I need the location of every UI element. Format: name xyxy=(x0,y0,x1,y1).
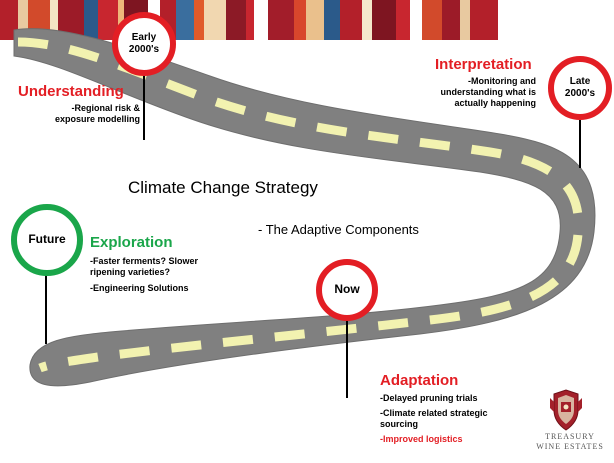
adaptation-item: -Climate related strategic xyxy=(380,408,488,418)
stripe xyxy=(340,0,362,40)
now-label: Now xyxy=(334,282,360,296)
future-milestone-circle xyxy=(11,204,83,276)
stripe xyxy=(50,0,58,40)
crest-icon xyxy=(550,389,582,431)
road-center-dashes xyxy=(17,37,583,373)
stripe xyxy=(460,0,470,40)
stripe xyxy=(470,0,498,40)
stripe xyxy=(268,0,294,40)
stripe xyxy=(422,0,442,40)
exploration-text: -Faster ferments? Slower ripening variet… xyxy=(90,256,240,294)
stripe xyxy=(362,0,372,40)
early-label-line2: 2000's xyxy=(128,44,160,55)
exploration-heading: Exploration xyxy=(90,234,173,251)
adaptation-text: -Delayed pruning trials -Climate related… xyxy=(380,393,520,445)
stripe xyxy=(246,0,254,40)
exploration-item: ripening varieties? xyxy=(90,267,171,277)
stripe xyxy=(84,0,98,40)
adaptation-item-highlight: -Improved logistics xyxy=(380,434,463,444)
logo-line1: TREASURY xyxy=(545,432,595,441)
slide-subtitle: - The Adaptive Components xyxy=(258,222,419,237)
interpretation-item: actually happening xyxy=(454,98,536,108)
stripe xyxy=(98,0,118,40)
adaptation-item: -Delayed pruning trials xyxy=(380,393,478,403)
early-2000s-label: Early 2000's xyxy=(114,32,174,56)
stripe xyxy=(204,0,226,40)
stripe xyxy=(442,0,460,40)
adaptation-heading: Adaptation xyxy=(380,372,459,389)
stripe xyxy=(372,0,396,40)
understanding-item: exposure modelling xyxy=(54,114,140,124)
understanding-item: -Regional risk & xyxy=(71,103,140,113)
stripe xyxy=(294,0,306,40)
treasury-wine-estates-logo: TREASURY WINE ESTATES xyxy=(530,432,610,452)
late-2000s-milestone-circle xyxy=(548,56,612,120)
slide-title: Climate Change Strategy xyxy=(128,178,318,197)
stripe xyxy=(118,0,124,40)
interpretation-item: -Monitoring and xyxy=(468,76,536,86)
interpretation-heading: Interpretation xyxy=(435,56,532,73)
late-label-line1: Late xyxy=(569,76,591,87)
understanding-heading: Understanding xyxy=(18,83,124,100)
future-label: Future xyxy=(28,232,66,246)
early-2000s-milestone-circle xyxy=(112,12,176,76)
exploration-item: -Engineering Solutions xyxy=(90,283,189,293)
early-label-line1: Early xyxy=(131,32,157,43)
interpretation-text: -Monitoring and understanding what is ac… xyxy=(418,76,536,109)
stripe xyxy=(324,0,340,40)
stripe xyxy=(410,0,422,40)
stripe xyxy=(18,0,28,40)
logo-line2: WINE ESTATES xyxy=(536,442,604,451)
stripe xyxy=(194,0,204,40)
late-2000s-label: Late 2000's xyxy=(550,76,610,100)
interpretation-item: understanding what is xyxy=(440,87,536,97)
stripe xyxy=(254,0,268,40)
stripe xyxy=(396,0,410,40)
stripe xyxy=(306,0,324,40)
stripe xyxy=(176,0,194,40)
now-milestone-circle xyxy=(316,259,378,321)
winding-road xyxy=(13,28,596,387)
adaptation-item: sourcing xyxy=(380,419,419,429)
stripe xyxy=(226,0,246,40)
late-label-line2: 2000's xyxy=(564,88,596,99)
exploration-item: -Faster ferments? Slower xyxy=(90,256,199,266)
understanding-text: -Regional risk & exposure modelling xyxy=(30,103,140,125)
